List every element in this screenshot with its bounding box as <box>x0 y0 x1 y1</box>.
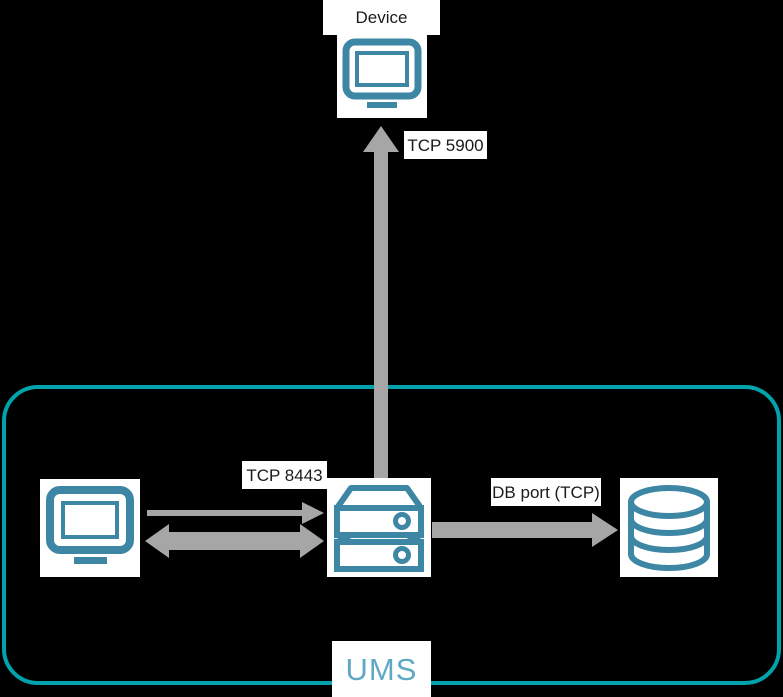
server-icon <box>334 484 424 572</box>
monitor-icon <box>46 486 134 564</box>
ums-label-badge: UMS <box>332 641 431 697</box>
db-link-label: DB port (TCP) <box>492 482 600 502</box>
device-label-chip: Device <box>323 0 440 35</box>
device-label: Device <box>355 8 408 27</box>
monitor-icon <box>342 38 422 108</box>
server-icon-plate <box>327 478 431 577</box>
db-link-arrow <box>432 513 618 547</box>
database-icon-plate <box>620 478 718 577</box>
client-icon-plate <box>40 479 140 577</box>
db-link-label-chip: DB port (TCP) <box>491 478 601 506</box>
client-link-arrow-thin <box>147 502 324 524</box>
client-link-label: TCP 8443 <box>246 465 323 485</box>
database-icon <box>628 484 710 571</box>
device-link-arrow <box>360 126 402 478</box>
device-link-label-chip: TCP 5900 <box>404 131 487 159</box>
device-icon-plate <box>337 33 427 118</box>
device-link-label: TCP 5900 <box>407 135 484 155</box>
ums-label: UMS <box>345 651 418 687</box>
client-link-arrow-thick <box>145 524 324 558</box>
client-link-label-chip: TCP 8443 <box>242 461 327 489</box>
